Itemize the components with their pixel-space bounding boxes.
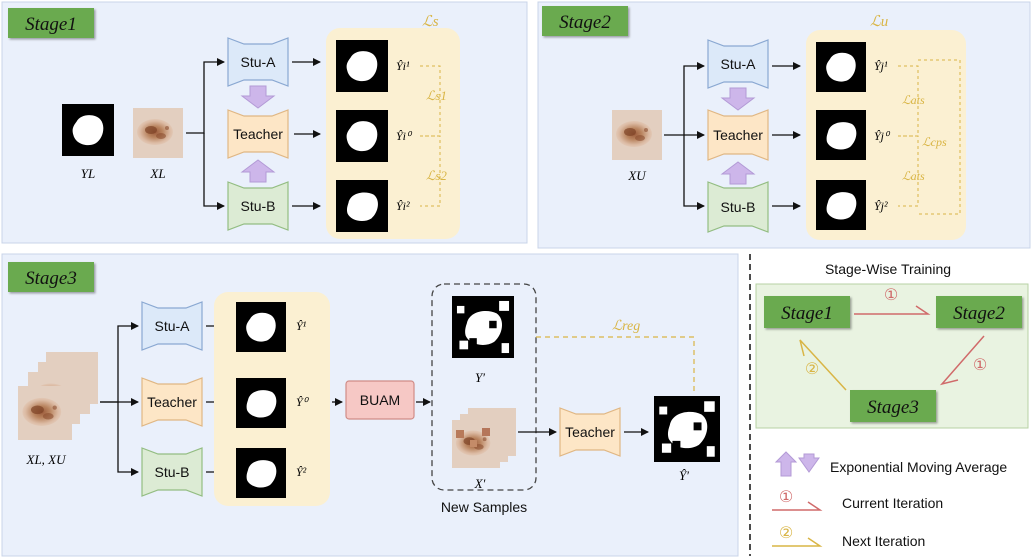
training-stage3-label: Stage3 bbox=[867, 397, 919, 418]
stage3-student-b bbox=[141, 447, 203, 497]
stage3-student-b-label: Stu-B bbox=[154, 464, 189, 480]
legend-ema-down-icon bbox=[798, 453, 820, 473]
stage3-teacher-new-label: Teacher bbox=[565, 424, 615, 440]
training-title: Stage-Wise Training bbox=[825, 261, 951, 277]
stage3-loss-reg: ℒreg bbox=[612, 319, 640, 334]
stage2-student-b bbox=[707, 181, 769, 233]
legend-ema-up-icon bbox=[774, 451, 798, 477]
stage1-tag bbox=[8, 8, 94, 38]
legend-next-number: ② bbox=[779, 523, 793, 542]
stage1-x-label: XL bbox=[149, 166, 165, 181]
stage3-pred-1-label: Ŷ¹ bbox=[296, 319, 307, 333]
stage2-teacher-label: Teacher bbox=[713, 127, 763, 143]
training-stage1-node bbox=[764, 296, 850, 328]
stage1-student-b bbox=[227, 181, 289, 231]
final-prediction-label: Ŷ′ bbox=[679, 468, 689, 483]
legend-next-label: Next Iteration bbox=[842, 533, 925, 549]
stage1-pred-2-mask bbox=[336, 180, 388, 232]
stage2-loss-cps: ℒcps bbox=[922, 135, 947, 149]
stage2-teacher bbox=[707, 109, 769, 161]
training-step2-number: ① bbox=[973, 355, 987, 374]
stage3-x-label: XL, XU bbox=[26, 452, 68, 467]
training-stage2-node bbox=[936, 296, 1022, 328]
stage1-teacher bbox=[227, 109, 289, 159]
legend-current-label: Current Iteration bbox=[842, 495, 943, 511]
new-sample-y-label: Y′ bbox=[475, 370, 485, 385]
stage1-teacher-label: Teacher bbox=[233, 126, 283, 142]
new-samples-label: New Samples bbox=[441, 499, 527, 515]
stage2-panel: Stage2 XU Stu-A Teacher Stu-B ℒu Ŷj¹ Ŷj⁰… bbox=[537, 1, 1031, 249]
stage1-ema-down-arrow bbox=[240, 85, 276, 109]
training-step3-number: ② bbox=[805, 359, 819, 378]
new-sample-image-stack bbox=[452, 408, 516, 468]
stage3-pred-0-mask bbox=[236, 378, 286, 428]
stage2-student-b-label: Stu-B bbox=[720, 199, 755, 215]
stage1-student-b-label: Stu-B bbox=[240, 198, 275, 214]
stage3-teacher bbox=[141, 377, 203, 427]
new-samples-box bbox=[431, 283, 537, 491]
stage3-pred-2-label: Ŷ² bbox=[296, 465, 307, 479]
stage3-panel: Stage3 XL, XU Stu-A Teacher Stu-B Ŷ¹ Ŷ⁰ … bbox=[1, 253, 739, 557]
stage3-student-a bbox=[141, 301, 203, 351]
stage3-pred-2-mask bbox=[236, 448, 286, 498]
stage-wise-training: Stage-Wise Training Stage1 Stage2 Stage3… bbox=[755, 261, 1029, 429]
legend-current-number: ① bbox=[779, 487, 793, 506]
stage3-pred-1-mask bbox=[236, 302, 286, 352]
stage2-student-a-label: Stu-A bbox=[720, 56, 756, 72]
final-prediction-mask bbox=[654, 396, 720, 462]
stage1-pred-1-mask bbox=[336, 40, 388, 92]
stage1-pred-0-label: Ŷi⁰ bbox=[396, 129, 413, 143]
stage1-input-image bbox=[133, 108, 183, 158]
stage3-pred-0-label: Ŷ⁰ bbox=[296, 395, 310, 409]
stage2-pred-2-label: Ŷj² bbox=[874, 199, 888, 213]
legend: Exponential Moving Average ① Current Ite… bbox=[772, 451, 1007, 549]
stage2-input-image bbox=[612, 110, 662, 160]
stage3-tag-label: Stage3 bbox=[25, 268, 77, 289]
stage3-tag bbox=[8, 262, 94, 292]
stage3-teacher-label: Teacher bbox=[147, 394, 197, 410]
stage2-pred-1-label: Ŷj¹ bbox=[874, 59, 888, 73]
stage1-student-a-label: Stu-A bbox=[240, 54, 276, 70]
stage2-pred-1-mask bbox=[816, 42, 866, 92]
stage1-loss-s: ℒs bbox=[422, 14, 439, 30]
stage2-x-label: XU bbox=[627, 168, 647, 183]
stage2-ema-down-arrow bbox=[720, 87, 756, 111]
stage1-pred-2-label: Ŷi² bbox=[396, 199, 410, 213]
stage1-loss-s2: ℒs2 bbox=[426, 168, 447, 183]
stage1-y-label: YL bbox=[81, 166, 95, 181]
legend-next-arrow-icon bbox=[772, 537, 823, 547]
stage3-student-a-label: Stu-A bbox=[154, 318, 190, 334]
training-stage3-label2: Stage2 bbox=[953, 303, 1005, 324]
stage3-teacher-new bbox=[559, 407, 621, 457]
stage2-loss-ats-bottom: ℒats bbox=[902, 169, 925, 183]
stage2-pred-0-mask bbox=[816, 110, 866, 160]
legend-current-arrow-icon bbox=[772, 501, 823, 511]
stage1-student-a bbox=[227, 37, 289, 87]
stage2-student-a bbox=[707, 39, 769, 89]
new-sample-x-label: X′ bbox=[474, 476, 486, 491]
training-stage1-label: Stage1 bbox=[781, 303, 833, 324]
buam-module bbox=[345, 380, 415, 420]
stage1-loss-s1: ℒs1 bbox=[426, 88, 447, 103]
stage1-tag-label: Stage1 bbox=[25, 14, 77, 35]
training-stage3-node bbox=[850, 390, 936, 422]
stage2-pred-0-label: Ŷj⁰ bbox=[874, 129, 891, 143]
stage2-ema-up-arrow bbox=[720, 161, 756, 185]
stage1-pred-1-label: Ŷi¹ bbox=[396, 59, 410, 73]
stage1-panel: Stage1 YL XL Stu-A Teacher Stu-B ℒs Ŷi¹ … bbox=[1, 1, 528, 244]
stage2-tag-label: Stage2 bbox=[559, 12, 611, 33]
stage2-pred-2-mask bbox=[816, 180, 866, 230]
stage1-ema-up-arrow bbox=[240, 159, 276, 183]
new-sample-mask bbox=[452, 296, 514, 358]
stage2-loss-u: ℒu bbox=[870, 14, 888, 30]
buam-label: BUAM bbox=[360, 392, 400, 408]
training-step1-number: ① bbox=[884, 285, 898, 304]
stage2-tag bbox=[542, 6, 628, 36]
legend-ema-label: Exponential Moving Average bbox=[830, 459, 1007, 475]
stage1-pred-0-mask bbox=[336, 110, 388, 162]
stage1-label-mask bbox=[62, 104, 114, 156]
stage2-loss-ats-top: ℒats bbox=[902, 93, 925, 107]
